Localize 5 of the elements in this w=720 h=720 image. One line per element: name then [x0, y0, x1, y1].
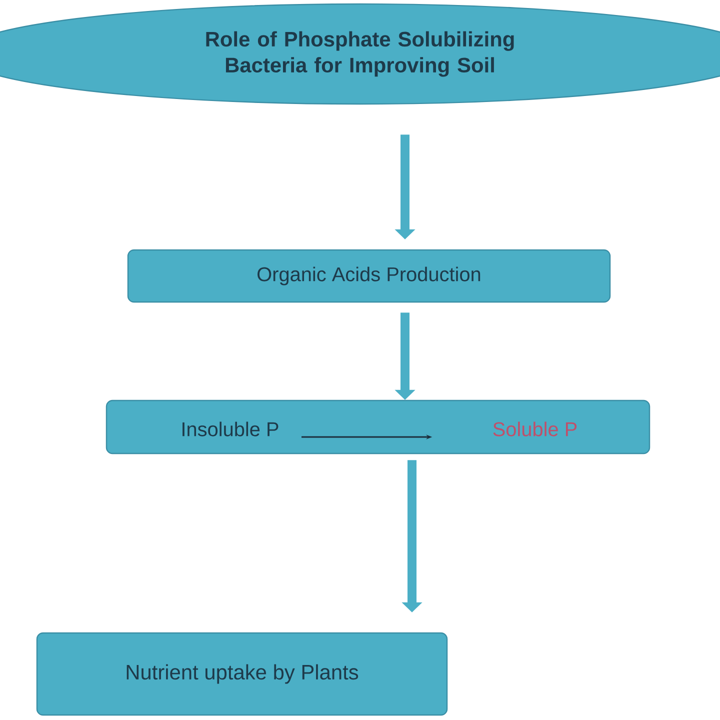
- process-box: [106, 400, 650, 454]
- process-box: Organic Acids Production: [127, 249, 611, 303]
- result-box: Nutrient uptake by Plants: [36, 632, 448, 716]
- process-text: Insoluble P: [182, 422, 278, 436]
- process-text: Soluble P: [493, 422, 577, 436]
